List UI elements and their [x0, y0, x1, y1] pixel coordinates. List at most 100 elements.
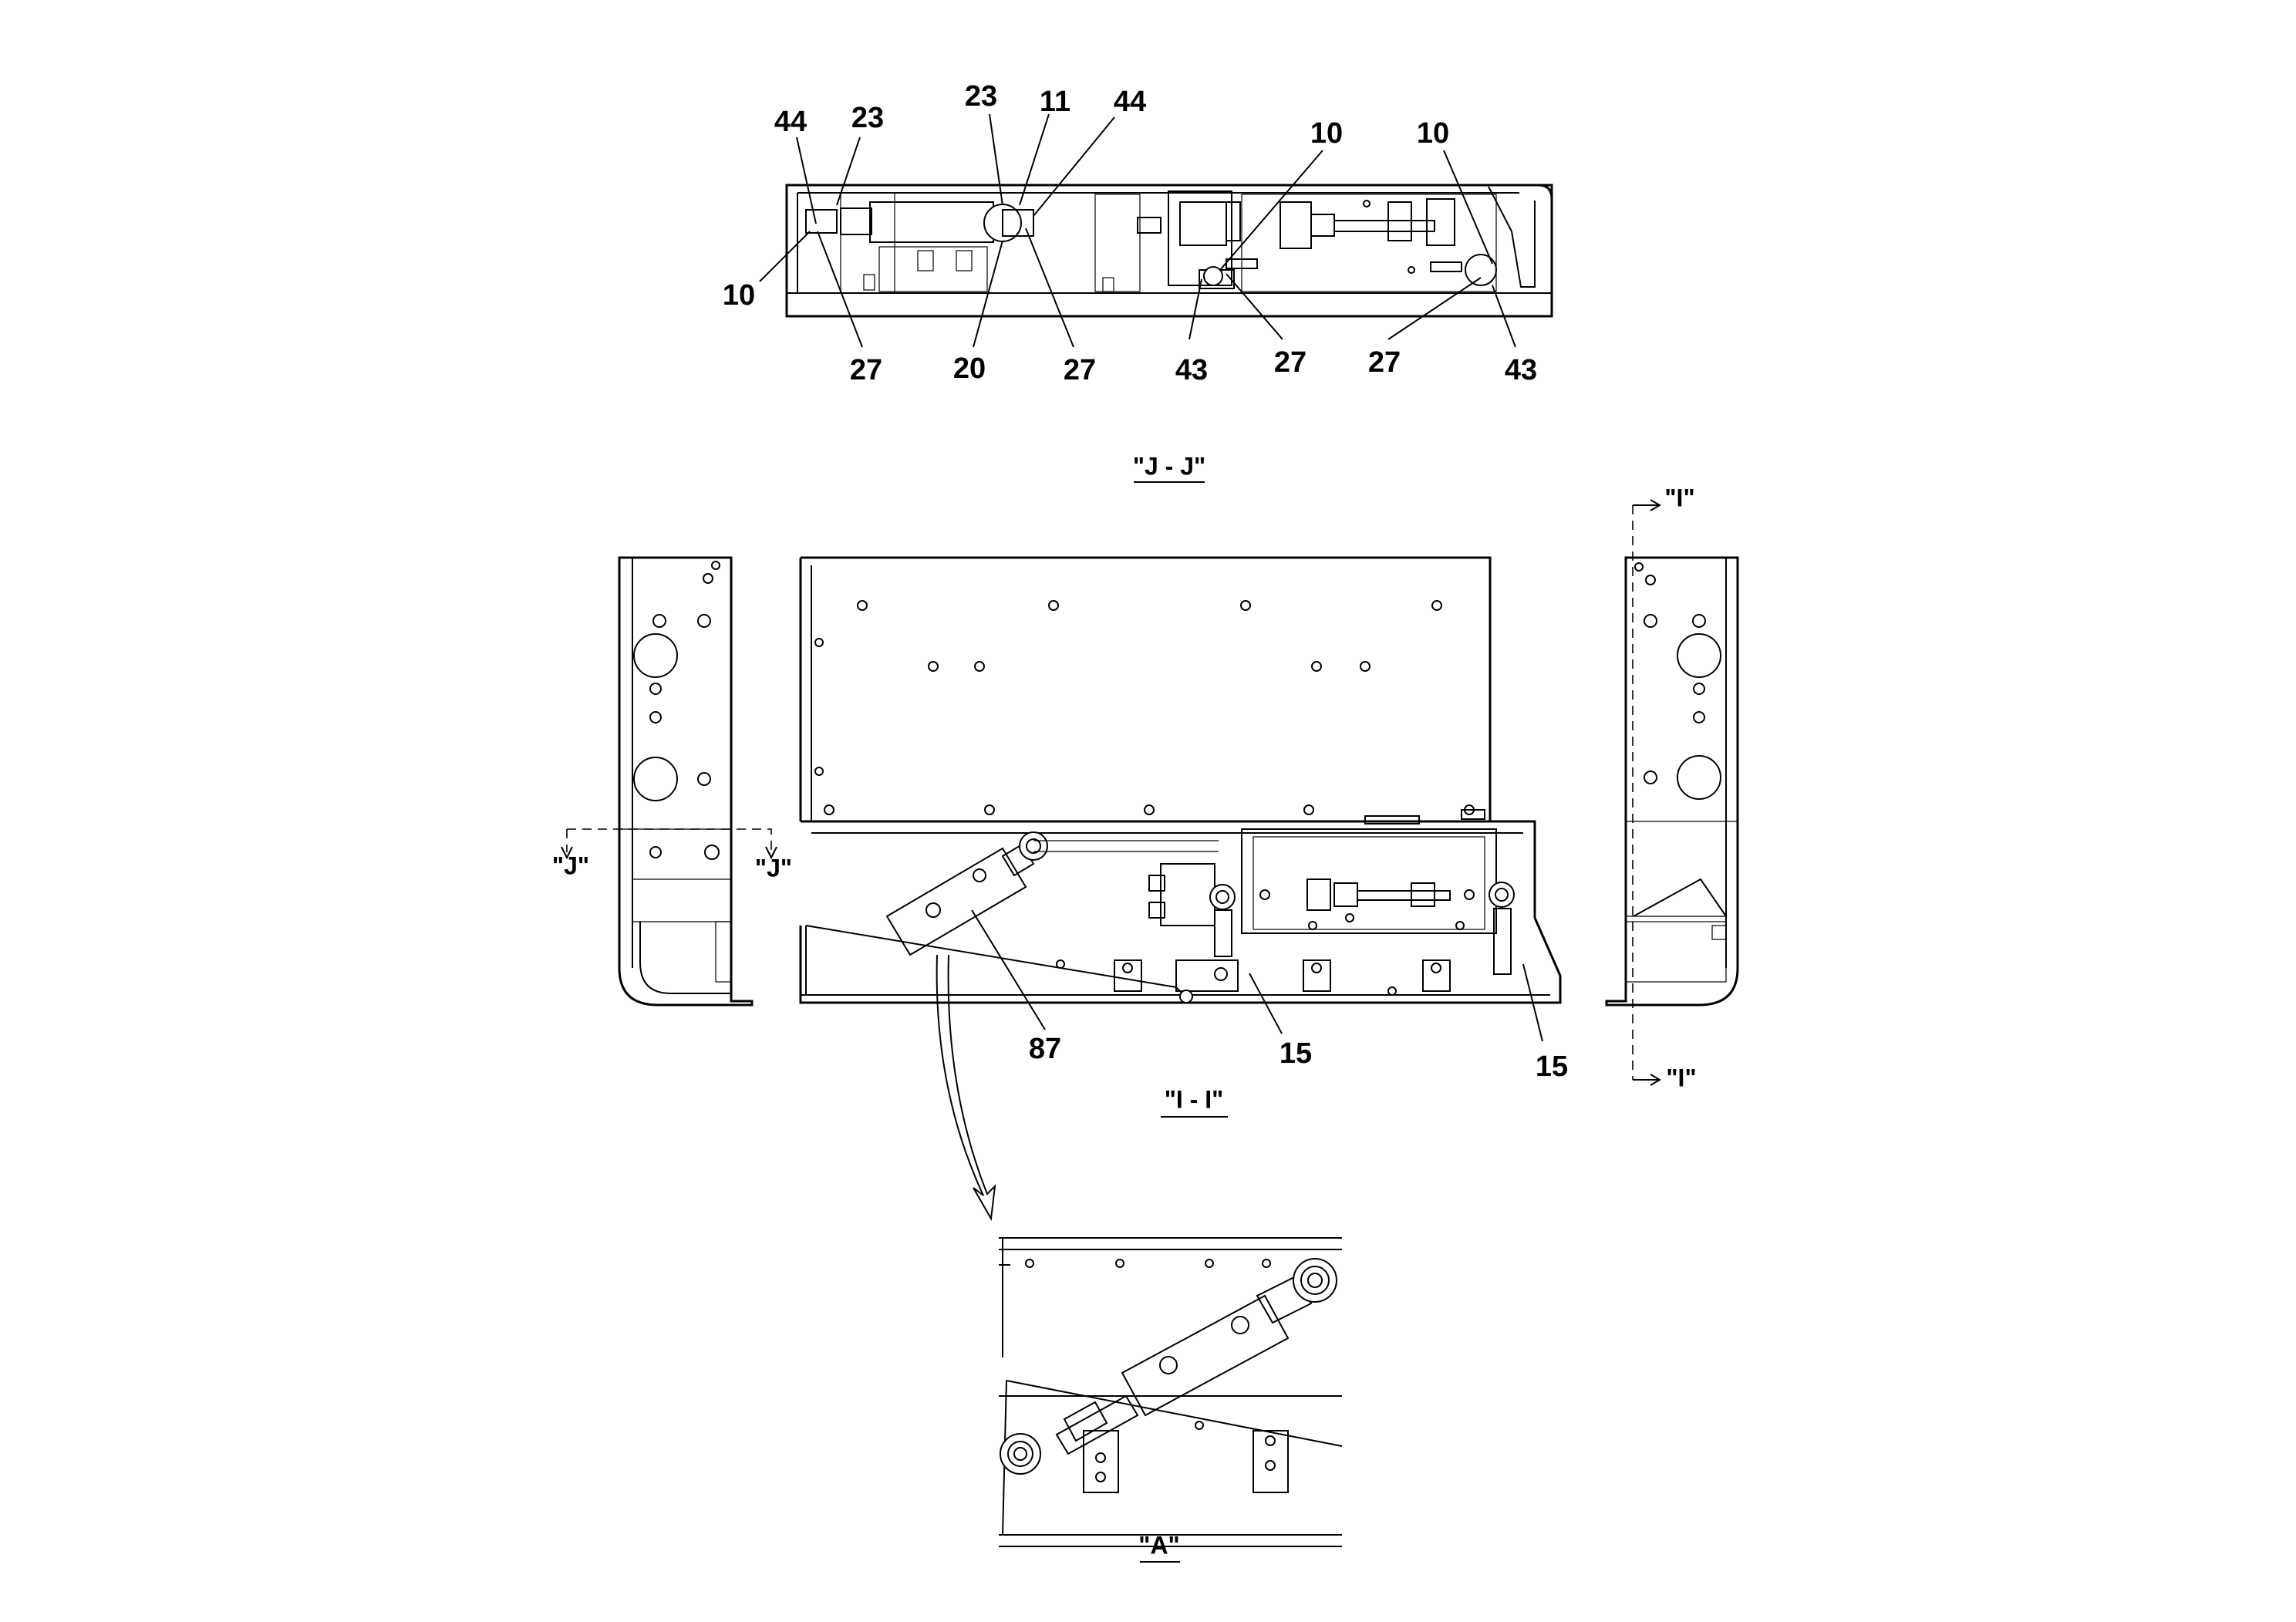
- section-mark-i-bottom: "I": [1666, 1064, 1696, 1091]
- callout-27: 27: [1368, 346, 1401, 379]
- leader-15-left: [1249, 973, 1283, 1034]
- callout-44: 44: [774, 106, 807, 138]
- leader-44-mid: [1033, 116, 1115, 217]
- detail-a-left-edge: [999, 1238, 1010, 1357]
- ii-hole: [824, 804, 834, 815]
- ii-cylinder-assembly: [885, 831, 1219, 956]
- ii-cylinder-port: [925, 902, 941, 918]
- callout-43: 43: [1175, 354, 1208, 386]
- leader-43-right: [1492, 285, 1516, 348]
- jj-plate-2: [878, 246, 988, 292]
- ii-hole: [1240, 600, 1251, 611]
- ii-base-bracket: [1422, 959, 1451, 992]
- ii-top-tab: [1364, 815, 1420, 824]
- callout-87: 87: [1029, 1033, 1061, 1065]
- left-view-hole: [704, 845, 720, 860]
- caption-i-i: "I - I": [1165, 1085, 1224, 1113]
- leader-27-left: [817, 231, 863, 348]
- jj-valve-flange: [1226, 201, 1241, 241]
- ii-rod-lines: [1033, 840, 1219, 852]
- left-view-hole: [697, 614, 711, 628]
- section-mark-j-left: "J": [552, 851, 589, 879]
- jj-block-1: [1137, 217, 1161, 234]
- right-view-hole: [1634, 562, 1644, 572]
- ii-hole: [1464, 889, 1475, 900]
- caption-a: "A": [1138, 1531, 1179, 1559]
- detail-a: "A": [999, 1237, 1343, 1563]
- detail-a-bracket: [1083, 1430, 1119, 1493]
- callout-27: 27: [1274, 346, 1306, 379]
- ii-valve-foot: [1175, 959, 1239, 992]
- ii-top-panel-outline: [801, 556, 1492, 821]
- jj-coupling: [1387, 201, 1412, 241]
- ii-hole: [928, 661, 939, 672]
- right-view-hole: [1645, 575, 1656, 585]
- leader-87: [971, 909, 1046, 1030]
- right-view-foot-box: [1625, 921, 1727, 983]
- right-view-hole: [1644, 614, 1657, 628]
- jj-slot-2: [1430, 261, 1462, 272]
- jj-hole: [1408, 266, 1415, 274]
- callout-15: 15: [1279, 1037, 1312, 1070]
- ii-hole: [984, 804, 995, 815]
- ii-hole: [857, 600, 868, 611]
- leader-15-right: [1522, 963, 1543, 1042]
- ii-roller: [1179, 990, 1193, 1003]
- ii-panel-holes: [814, 600, 1475, 815]
- leader-23-left: [836, 137, 861, 206]
- ii-hole: [1311, 661, 1322, 672]
- ii-lower-box: [801, 820, 1536, 918]
- section-arrow-i-bottom: [1633, 1074, 1661, 1086]
- leader-27-mid: [1025, 228, 1074, 348]
- jj-cylinder-left: [869, 201, 994, 243]
- jj-fitting: [917, 250, 934, 271]
- callout-27: 27: [1064, 354, 1096, 386]
- jj-plate-1: [840, 192, 895, 294]
- detail-a-hole: [1205, 1259, 1214, 1268]
- right-view-large-hole: [1677, 633, 1721, 678]
- jj-cylinder-rod-left: [840, 207, 872, 235]
- section-mark-i-top: "I": [1664, 484, 1694, 511]
- section-arrows-j: [561, 846, 777, 860]
- callout-11: 11: [1040, 86, 1070, 118]
- left-view-large-hole: [633, 757, 678, 801]
- ii-valve-body: [1160, 863, 1215, 926]
- ii-hole: [1144, 804, 1155, 815]
- jj-fitting: [956, 250, 973, 271]
- jj-end-cap: [1496, 184, 1553, 305]
- detail-a-hole: [1025, 1259, 1034, 1268]
- ii-valve-port: [1148, 875, 1165, 892]
- detail-a-port: [1159, 1356, 1178, 1374]
- right-view-outline: [1605, 556, 1739, 1007]
- jj-bearing-2: [1426, 198, 1455, 246]
- ii-hole: [1360, 661, 1371, 672]
- detail-a-bracket: [1253, 1430, 1289, 1493]
- left-view-hole: [703, 573, 713, 584]
- ii-base-outline: [799, 917, 1562, 1004]
- right-view-bands: [1626, 821, 1738, 917]
- detail-a-slope: [1006, 1380, 1343, 1447]
- jj-right-housing: [1241, 194, 1497, 292]
- jj-bearing-1: [1279, 201, 1312, 249]
- right-side-view: "I" "I": [1605, 484, 1739, 1091]
- left-view-hole: [649, 846, 662, 858]
- detail-a-hole: [1262, 1259, 1271, 1268]
- callout-43: 43: [1505, 354, 1537, 386]
- callout-10: 10: [1310, 117, 1343, 150]
- view-j-j: [785, 184, 1553, 318]
- jj-end-bracket: [1488, 186, 1536, 288]
- left-view-hole: [649, 711, 662, 723]
- ii-cylinder-barrel: [885, 847, 1027, 956]
- ii-base-bracket: [1303, 959, 1331, 992]
- detail-a-port: [1231, 1316, 1249, 1334]
- leader-23-mid: [989, 113, 1003, 206]
- ii-hole: [1431, 600, 1442, 611]
- jj-callouts: 44 23 23 11 44 10 10 10 27 20 27 43 27 2…: [723, 80, 1537, 483]
- ii-hole: [1455, 921, 1465, 930]
- leader-10-right: [1443, 150, 1493, 265]
- ii-top-tab-2: [1461, 809, 1485, 820]
- ii-right-frame-inner: [1253, 836, 1485, 930]
- jj-fitting: [863, 274, 875, 291]
- right-view-hole: [1693, 711, 1705, 723]
- callout-15: 15: [1536, 1050, 1568, 1083]
